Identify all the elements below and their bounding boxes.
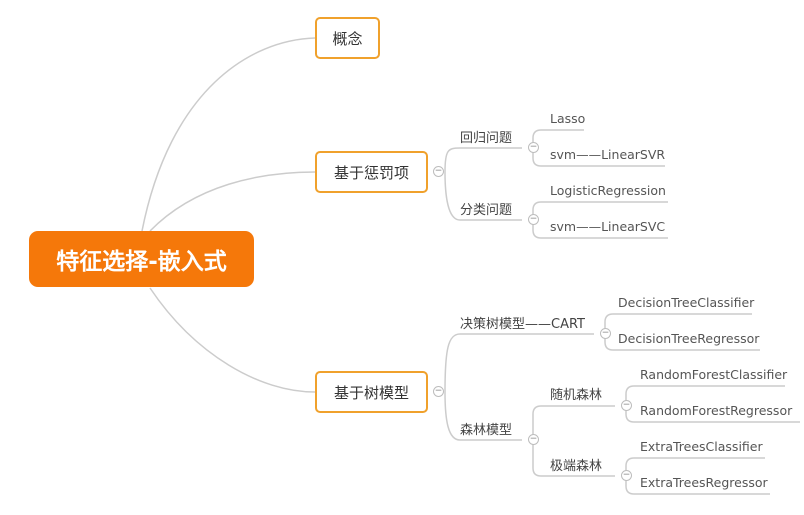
branch-tree[interactable]: 基于树模型 xyxy=(315,371,428,413)
leaf-linearsvr[interactable]: svm——LinearSVR xyxy=(550,147,666,162)
link-random-classifier xyxy=(625,385,785,406)
branch-concept-label: 概念 xyxy=(332,29,363,48)
node-forest[interactable]: 森林模型 xyxy=(460,423,513,438)
link-extra-regressor xyxy=(625,476,770,495)
link-penalty-regression xyxy=(444,147,522,173)
leaf-extra-trees-classifier[interactable]: ExtraTreesClassifier xyxy=(640,439,763,454)
leaf-extra-trees-regressor[interactable]: ExtraTreesRegressor xyxy=(640,475,768,490)
link-classification-linearsvc xyxy=(532,220,668,239)
collapse-toggle-classification[interactable]: − xyxy=(528,214,539,225)
link-classification-logreg xyxy=(532,201,668,220)
leaf-decision-tree-regressor[interactable]: DecisionTreeRegressor xyxy=(618,331,760,346)
link-root-penalty xyxy=(149,171,316,232)
link-root-tree xyxy=(149,287,316,393)
collapse-toggle-tree[interactable]: − xyxy=(433,386,444,397)
node-cart[interactable]: 决策树模型——CART xyxy=(460,317,585,332)
node-regression[interactable]: 回归问题 xyxy=(460,131,513,146)
leaf-random-forest-regressor[interactable]: RandomForestRegressor xyxy=(640,403,793,418)
collapse-toggle-extra-forest[interactable]: − xyxy=(621,470,632,481)
node-classification[interactable]: 分类问题 xyxy=(460,203,513,218)
root-label: 特征选择-嵌入式 xyxy=(56,249,227,275)
link-tree-forest xyxy=(444,391,522,441)
link-tree-cart xyxy=(444,333,594,393)
leaf-lasso[interactable]: Lasso xyxy=(550,111,586,126)
leaf-linearsvc[interactable]: svm——LinearSVC xyxy=(550,219,666,234)
link-forest-extra xyxy=(532,440,615,477)
link-regression-lasso xyxy=(532,129,584,148)
leaf-random-forest-classifier[interactable]: RandomForestClassifier xyxy=(640,367,788,382)
link-cart-classifier xyxy=(604,313,752,334)
branch-tree-label: 基于树模型 xyxy=(333,383,409,402)
collapse-toggle-forest[interactable]: − xyxy=(528,434,539,445)
branch-penalty[interactable]: 基于惩罚项 xyxy=(315,151,428,193)
node-extra-forest[interactable]: 极端森林 xyxy=(550,459,603,474)
branch-penalty-label: 基于惩罚项 xyxy=(333,163,409,182)
root-node[interactable]: 特征选择-嵌入式 xyxy=(29,231,254,287)
link-root-concept xyxy=(141,37,316,232)
leaf-decision-tree-classifier[interactable]: DecisionTreeClassifier xyxy=(618,295,755,310)
node-random-forest[interactable]: 随机森林 xyxy=(550,388,603,403)
collapse-toggle-regression[interactable]: − xyxy=(528,142,539,153)
link-cart-regressor xyxy=(604,334,760,351)
collapse-toggle-penalty[interactable]: − xyxy=(433,166,444,177)
collapse-toggle-random-forest[interactable]: − xyxy=(621,400,632,411)
link-forest-random xyxy=(532,405,615,440)
link-regression-linearsvr xyxy=(532,148,665,167)
collapse-toggle-cart[interactable]: − xyxy=(600,328,611,339)
link-random-regressor xyxy=(625,406,800,423)
branch-concept[interactable]: 概念 xyxy=(315,17,380,59)
link-penalty-classification xyxy=(444,171,522,221)
leaf-logistic-regression[interactable]: LogisticRegression xyxy=(550,183,666,198)
link-extra-classifier xyxy=(625,457,765,476)
